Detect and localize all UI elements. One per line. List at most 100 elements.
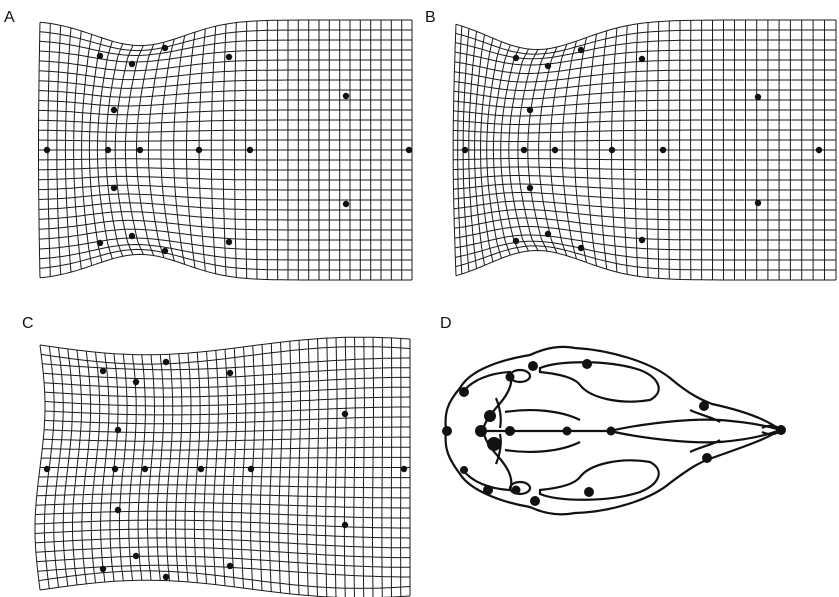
- panel-a-landmark: [129, 233, 135, 239]
- panel-a-landmark: [129, 61, 135, 67]
- panel-d-landmark: [563, 427, 572, 436]
- panel-c-landmark: [401, 466, 407, 472]
- panel-d-landmark: [584, 487, 594, 497]
- panel-a-landmark: [97, 240, 103, 246]
- panel-c-landmark: [227, 563, 233, 569]
- panel-a-landmark: [226, 54, 232, 60]
- lower-zygomatic-arch: [540, 460, 659, 499]
- panel-a-landmark: [406, 147, 412, 153]
- panel-a-landmark: [97, 53, 103, 59]
- panel-a-landmark: [162, 248, 168, 254]
- panel-a-landmark: [111, 107, 117, 113]
- panel-d-landmark: [484, 410, 496, 422]
- panel-a-landmark: [162, 45, 168, 51]
- panel-a-landmark: [105, 147, 111, 153]
- panel-a-landmark: [226, 239, 232, 245]
- panel-d-landmark: [512, 486, 521, 495]
- panel-c-landmark: [163, 359, 169, 365]
- panel-b-grid-hline: [453, 159, 836, 161]
- panel-c-landmark: [342, 522, 348, 528]
- panel-c-landmark: [100, 368, 106, 374]
- panel-d-landmark: [607, 427, 616, 436]
- panel-b-landmark: [609, 147, 615, 153]
- panel-d-landmark: [442, 426, 452, 436]
- panel-d-landmark: [460, 466, 468, 474]
- panel-a-grid-hline: [39, 176, 412, 180]
- panel-b-grid-hline: [453, 130, 836, 133]
- panel-a-grid-hline: [39, 140, 413, 141]
- panel-a-grid-hline: [39, 185, 412, 190]
- panel-d-landmark: [459, 387, 469, 397]
- panel-b-landmark: [513, 238, 519, 244]
- panel-d-landmark: [702, 453, 712, 463]
- panel-a-landmark: [343, 201, 349, 207]
- panel-b-landmark: [755, 200, 761, 206]
- panel-a-grid-hline: [39, 203, 412, 210]
- panel-d-landmarks: [442, 359, 786, 506]
- panel-c-landmark: [227, 370, 233, 376]
- panel-b-landmark: [639, 56, 645, 62]
- panel-b-landmark: [578, 245, 584, 251]
- panel-c-deformation-grid: [35, 337, 410, 597]
- panel-a-landmark: [343, 93, 349, 99]
- panel-label-b: B: [425, 9, 436, 26]
- panel-c-landmark: [44, 466, 50, 472]
- panel-d-landmark: [487, 437, 501, 451]
- panel-label-d: D: [440, 315, 452, 332]
- panel-b-landmark: [755, 94, 761, 100]
- panel-a-landmark: [111, 185, 117, 191]
- panel-b-grid-hline: [453, 140, 836, 142]
- panel-a-landmark: [247, 147, 253, 153]
- panel-d-landmark: [776, 425, 786, 435]
- panel-a-grid-hline: [39, 60, 412, 71]
- panel-b-landmark: [527, 185, 533, 191]
- panel-c-landmark: [115, 427, 121, 433]
- panel-a-grid-hline: [40, 245, 412, 261]
- panel-a-grid-hline: [39, 90, 412, 97]
- panel-a-grid-hline: [39, 212, 412, 220]
- panel-d-landmark: [505, 426, 515, 436]
- frontal-suture-lower: [505, 442, 580, 452]
- panel-b-landmark: [639, 237, 645, 243]
- panel-label-a: A: [4, 9, 15, 26]
- panel-c-landmark: [342, 411, 348, 417]
- panel-c-landmark: [133, 379, 139, 385]
- panel-b-landmark: [578, 47, 584, 53]
- panel-c-landmark: [100, 566, 106, 572]
- panel-c-landmark: [248, 466, 254, 472]
- panel-c-landmark: [115, 507, 121, 513]
- panel-c-landmark: [112, 466, 118, 472]
- panel-b-landmark: [816, 147, 822, 153]
- panel-c-landmark: [163, 574, 169, 580]
- panel-a-grid-hline: [39, 100, 412, 106]
- panel-a-landmark: [44, 147, 50, 153]
- panel-d-landmark: [530, 496, 540, 506]
- panel-c-landmark: [133, 553, 139, 559]
- upper-zygomatic-arch: [540, 362, 659, 401]
- panel-a-grid-hline: [40, 40, 412, 56]
- panel-b-landmark: [521, 147, 527, 153]
- panel-a-landmark: [196, 147, 202, 153]
- panel-b-landmark: [545, 63, 551, 69]
- panel-d-landmark: [506, 373, 515, 382]
- panel-d-landmark: [483, 485, 493, 495]
- panel-b-landmark: [660, 147, 666, 153]
- panel-a-grid-hline: [39, 120, 412, 124]
- panel-a-landmark: [137, 147, 143, 153]
- frontal-suture-upper: [505, 410, 580, 420]
- panel-d-landmark: [699, 401, 709, 411]
- panel-b-landmark: [527, 107, 533, 113]
- panel-b-landmark: [513, 55, 519, 61]
- panel-a-grid-hline: [39, 80, 412, 88]
- panel-d-landmark: [475, 425, 487, 437]
- panel-b-landmark: [462, 147, 468, 153]
- panel-a-grid-hline: [39, 229, 412, 240]
- panel-a-grid-hline: [39, 194, 412, 200]
- rostrum-lower: [610, 430, 780, 442]
- panel-a-grid-hline: [39, 130, 413, 132]
- panel-a-deformation-grid: [39, 20, 413, 280]
- panel-b-landmark: [552, 147, 558, 153]
- panel-b-landmark: [545, 231, 551, 237]
- panel-b-grid-hline: [453, 167, 836, 170]
